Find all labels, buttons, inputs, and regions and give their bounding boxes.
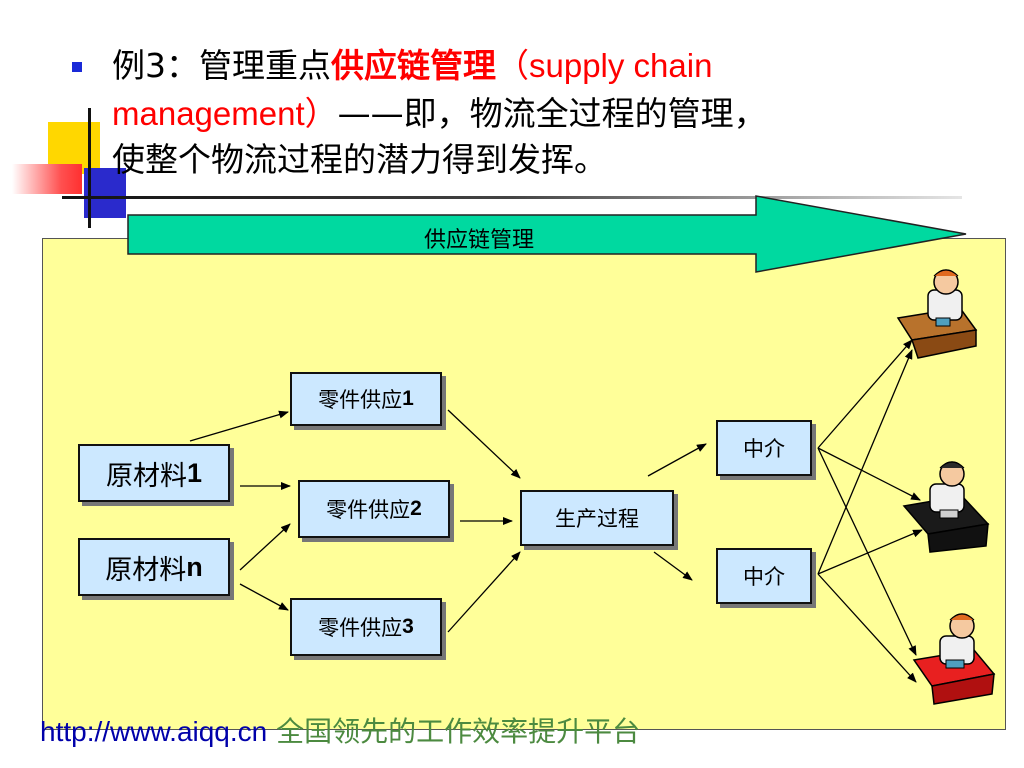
header-english: （supply chain	[496, 47, 713, 84]
header-line-3: 使整个物流过程的潜力得到发挥。	[112, 138, 607, 182]
arrow-part3-prod	[447, 551, 521, 633]
decor-vertical-line	[88, 108, 91, 228]
header-desc-cont: 使整个物流过程的潜力得到发挥。	[112, 140, 607, 179]
arrow-agent2-cust3	[817, 573, 917, 683]
parts-supply-2-number: 2	[410, 497, 422, 520]
raw-material-1-number: 1	[186, 457, 203, 488]
agent-2-label: 中介	[743, 565, 785, 589]
decor-red-bar	[12, 164, 82, 194]
arrow-prod-agent2	[653, 551, 693, 581]
footer-slogan: 全国领先的工作效率提升平台	[267, 715, 641, 748]
bullet-icon	[72, 62, 82, 72]
footer: http://www.aiqq.cn 全国领先的工作效率提升平台	[40, 712, 640, 752]
supply-chain-label: 供应链管理	[424, 228, 535, 253]
production-process-label: 生产过程	[555, 507, 639, 531]
arrow-agent1-cust1	[817, 339, 913, 449]
arrow-rawn-part3	[239, 583, 289, 611]
parts-supply-1-number: 1	[402, 387, 414, 410]
arrow-part1-prod	[447, 409, 521, 479]
raw-material-n-number: n	[186, 551, 203, 582]
header-line-1: 例3：管理重点供应链管理（supply chain	[112, 44, 712, 88]
header-highlight: 供应链管理	[331, 46, 496, 85]
arrow-rawn-part2	[239, 523, 291, 571]
supply-chain-arrow	[127, 195, 967, 273]
arrow-agent1-cust2	[817, 447, 921, 501]
customer-2-icon	[902, 461, 990, 553]
parts-supply-3-number: 3	[402, 615, 414, 638]
arrow-agent1-cust3	[817, 447, 917, 656]
arrow-prod-agent1	[647, 443, 707, 477]
header-line-2: management）——即，物流全过程的管理，	[112, 92, 767, 136]
parts-supply-3-label: 零件供应	[318, 616, 403, 640]
agent-1-label: 中介	[743, 437, 785, 461]
footer-url[interactable]: http://www.aiqq.cn	[40, 716, 268, 747]
header-desc: ——即，物流全过程的管理，	[337, 94, 767, 133]
agent-2-box: 中介	[716, 548, 812, 604]
raw-material-1-label: 原材料	[105, 460, 187, 492]
decor-blue-square	[84, 168, 126, 218]
agent-1-box: 中介	[716, 420, 812, 476]
arrow-agent2-cust2	[817, 529, 923, 575]
arrow-agent2-cust1	[817, 349, 913, 575]
decor-horizontal-line	[62, 196, 962, 199]
customer-3-icon	[912, 613, 996, 705]
header-english-cont: management）	[112, 95, 338, 132]
parts-supply-1-label: 零件供应	[318, 388, 403, 412]
customer-1-icon	[896, 269, 978, 359]
raw-material-n-label: 原材料	[105, 554, 187, 586]
production-process-box: 生产过程	[520, 490, 674, 546]
arrow-raw1-part1	[189, 410, 289, 442]
header-prefix: 例3：管理重点	[112, 46, 331, 85]
parts-supply-2-label: 零件供应	[326, 498, 411, 522]
